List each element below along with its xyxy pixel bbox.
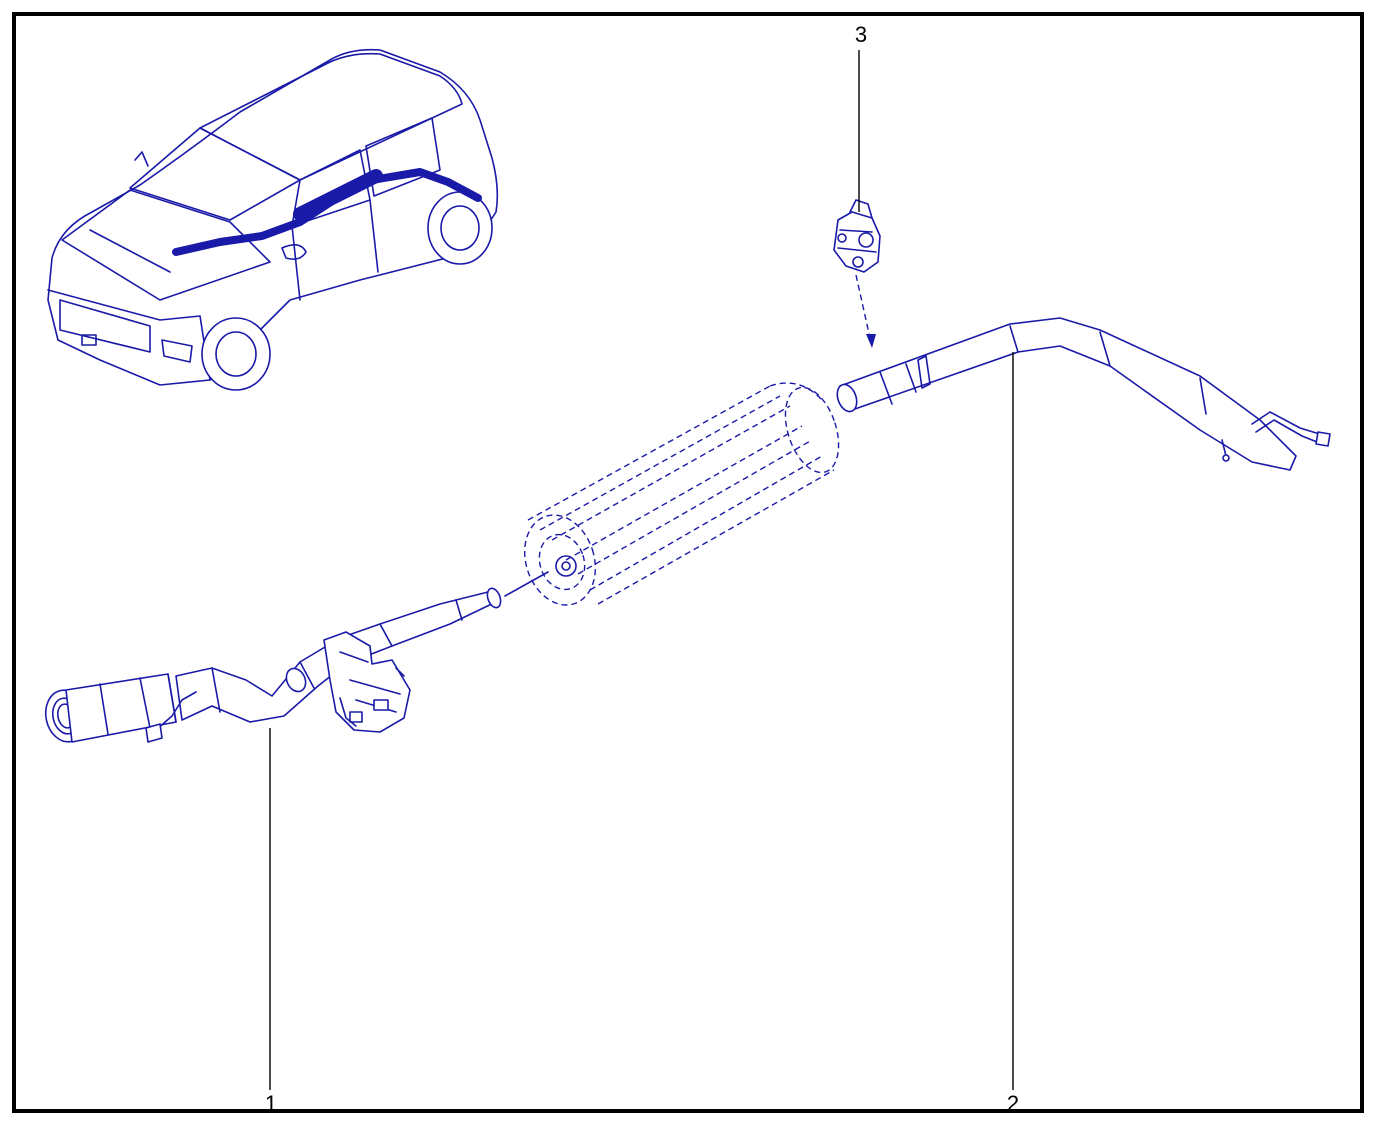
callout-3: 3 (854, 22, 868, 47)
part-3-exhaust-hanger (833, 199, 881, 348)
vehicle-locator-illustration (47, 48, 499, 391)
silencer-phantom-outline (504, 382, 840, 606)
callout-2: 2 (1006, 1091, 1020, 1116)
callout-1: 1 (264, 1091, 278, 1116)
part-1-front-exhaust-pipe (44, 587, 502, 743)
part-2-rear-exhaust-pipe (836, 317, 1331, 471)
